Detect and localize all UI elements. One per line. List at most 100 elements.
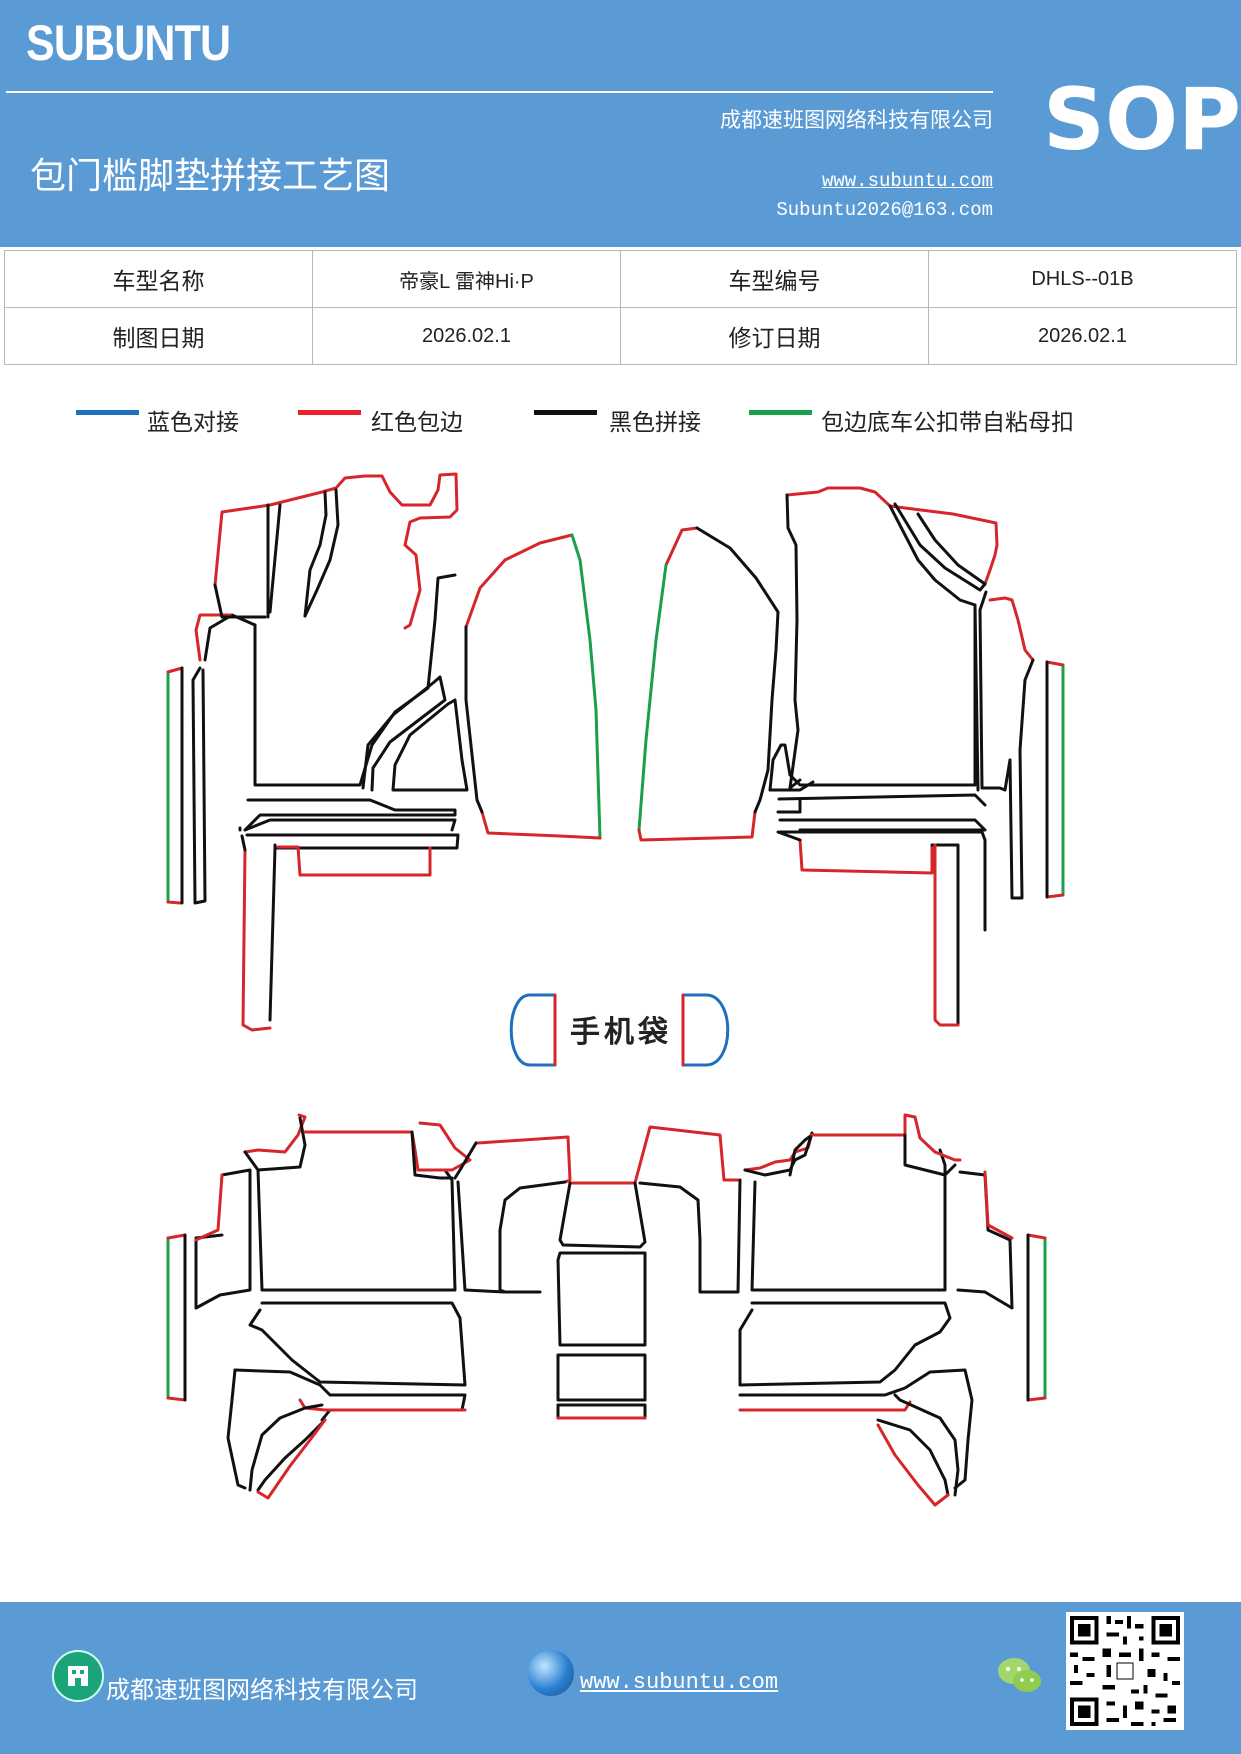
piece-trim xyxy=(933,843,960,1027)
piece-trim xyxy=(241,848,272,1032)
model-no-label: 车型编号 xyxy=(620,250,929,308)
piece-trim xyxy=(903,1113,962,1162)
floor-mat-diagram xyxy=(166,472,1065,1507)
piece-trim xyxy=(1026,1233,1047,1402)
legend-label-blue: 蓝色对接 xyxy=(147,410,239,436)
piece-outline xyxy=(268,846,277,1022)
piece-velcro xyxy=(570,533,602,840)
piece-trim xyxy=(464,533,574,629)
piece-trim xyxy=(480,810,602,840)
piece-trim xyxy=(988,596,1035,662)
wechat-icon xyxy=(996,1654,1044,1702)
piece-outline xyxy=(556,1353,647,1402)
piece-outline xyxy=(410,1130,454,1180)
piece-trim xyxy=(194,613,232,662)
piece-outline xyxy=(456,1180,506,1294)
piece-outline xyxy=(464,625,484,814)
piece-outline xyxy=(243,798,457,832)
piece-outline xyxy=(876,1418,950,1497)
piece-outline xyxy=(738,1301,952,1387)
piece-outline xyxy=(743,1131,814,1177)
draw-date-value: 2026.02.1 xyxy=(312,307,621,365)
legend-label-green: 包边底车公扣带自粘母扣 xyxy=(821,410,1074,436)
pocket-right xyxy=(681,993,730,1067)
model-no-value: DHLS--01B xyxy=(928,250,1237,308)
piece-outline xyxy=(240,834,247,852)
piece-trim xyxy=(166,666,184,905)
qr-code-image xyxy=(1066,1612,1184,1730)
header-banner: SUBUNTU 成都速班图网络科技有限公司 包门槛脚垫拼接工艺图 www.sub… xyxy=(0,0,1241,247)
piece-outline xyxy=(303,488,340,618)
piece-outline xyxy=(893,502,987,592)
piece-outline xyxy=(248,1403,324,1492)
sop-badge: SOP xyxy=(1043,70,1241,170)
piece-outline xyxy=(1003,758,1012,792)
piece-trim xyxy=(194,1173,224,1242)
right-sill-strips xyxy=(1045,660,1065,899)
piece-trim xyxy=(637,810,757,842)
legend: 蓝色对接 红色包边 黑色拼接 包边底车公扣带自粘母扣 xyxy=(0,403,1241,443)
piece-outline xyxy=(768,504,977,792)
footer-website-link[interactable]: www.subuntu.com xyxy=(580,1670,779,1695)
piece-outline xyxy=(556,1403,647,1420)
piece-outline xyxy=(243,1116,307,1172)
piece-outline xyxy=(361,675,447,792)
piece-trim xyxy=(983,1170,1014,1240)
piece-outline xyxy=(973,590,1007,792)
piece-trim xyxy=(303,1121,472,1172)
piece-outline xyxy=(556,1251,647,1347)
rear-left-mat xyxy=(166,1113,572,1500)
globe-icon xyxy=(528,1650,574,1696)
piece-velcro xyxy=(637,563,668,832)
piece-trim xyxy=(1045,660,1065,899)
piece-outline xyxy=(558,1181,647,1249)
qr-code-pattern xyxy=(1070,1616,1180,1726)
legend-label-red: 红色包边 xyxy=(371,410,463,436)
legend-swatch-black xyxy=(534,410,597,415)
left-sill-strips xyxy=(166,666,207,905)
piece-trim xyxy=(785,486,999,586)
phone-pocket-label: 手机袋 xyxy=(570,1015,672,1050)
piece-trim xyxy=(166,1233,187,1402)
table-row: 车型名称 帝豪L 雷神Hi·P 车型编号 DHLS--01B xyxy=(4,250,1237,308)
piece-trim xyxy=(664,526,699,567)
revise-date-label: 修订日期 xyxy=(620,307,929,365)
piece-trim xyxy=(298,1398,467,1412)
piece-outline xyxy=(785,493,800,790)
piece-trim xyxy=(738,1400,912,1412)
vehicle-info-table: 车型名称 帝豪L 雷神Hi·P 车型编号 DHLS--01B 制图日期 2026… xyxy=(4,250,1237,365)
piece-trim xyxy=(743,1131,814,1172)
piece-outline xyxy=(498,1180,567,1294)
legend-swatch-blue xyxy=(76,410,139,415)
model-name-value: 帝豪L 雷神Hi·P xyxy=(312,250,621,308)
piece-outline xyxy=(453,1141,478,1180)
building-icon xyxy=(52,1650,104,1702)
model-name-label: 车型名称 xyxy=(4,250,313,308)
piece-trim xyxy=(876,1423,950,1507)
piece-outline xyxy=(778,818,987,832)
footer-company: 成都速班图网络科技有限公司 xyxy=(106,1676,418,1704)
page-title: 包门槛脚垫拼接工艺图 xyxy=(30,156,391,197)
piece-outline xyxy=(256,1168,457,1292)
legend-swatch-red xyxy=(298,410,361,415)
piece-trim xyxy=(474,1135,572,1184)
footer-banner: 成都速班图网络科技有限公司 www.subuntu.com xyxy=(0,1602,1241,1754)
rear-right-mat xyxy=(738,1113,1047,1507)
piece-outline xyxy=(256,1418,327,1492)
piece-outline xyxy=(776,798,802,814)
piece-outline xyxy=(893,1393,960,1497)
piece-trim xyxy=(276,845,432,877)
front-left-sector xyxy=(464,533,602,840)
piece-outline xyxy=(391,698,469,792)
piece-outline xyxy=(253,573,457,787)
piece-outline xyxy=(266,503,282,619)
piece-trim xyxy=(256,1418,327,1500)
header-website-link[interactable]: www.subuntu.com xyxy=(821,170,993,192)
piece-outline xyxy=(191,666,207,905)
front-right-mat xyxy=(768,486,1035,1027)
piece-outline xyxy=(1008,658,1035,900)
piece-outline xyxy=(776,830,960,1027)
piece-outline xyxy=(777,778,987,807)
piece-trim xyxy=(798,838,934,875)
piece-outline xyxy=(226,1368,247,1490)
